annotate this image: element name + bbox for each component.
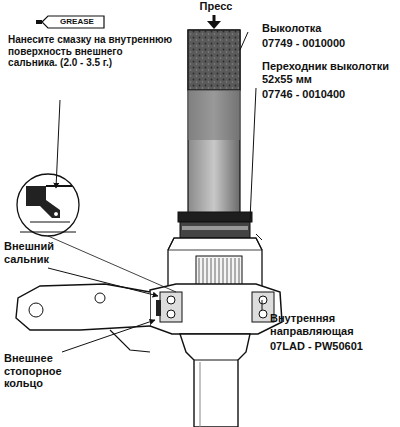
seal-detail-inset [17,174,176,292]
press-label: Пресс [196,0,236,13]
tool-name: Переходник выколотки 52x55 мм [262,60,392,85]
grease-icon-text: GREASE [52,17,102,26]
grease-note: Нанесите смазку на внутреннюю поверхност… [8,34,173,69]
knuckle-arm [16,284,150,352]
part-number: 07749 - 0010000 [262,37,392,50]
drive-shaft [180,334,250,427]
part-name: Внешний сальник [4,240,74,265]
driver-adapter [178,212,252,238]
grease-tube-icon [36,16,104,28]
part-number: 07LAD - PW50601 [270,340,395,353]
knuckle-hub [150,284,282,334]
tool-name: Внутренняя направляющая [270,312,395,337]
part-number: 07746 - 0010400 [262,88,392,101]
driver-tool [188,30,240,214]
press-arrow [207,15,221,29]
part-name: Внешнее стопорное кольцо [4,352,94,390]
tool-name: Выколотка [262,22,392,35]
leader-lines [48,32,262,352]
